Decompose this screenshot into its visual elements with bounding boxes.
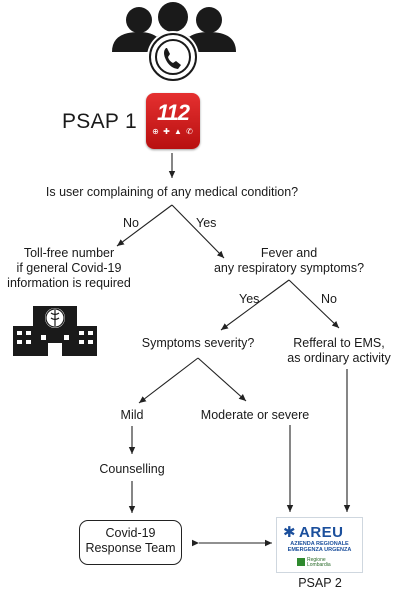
moderate-severe-label: Moderate or severe (200, 408, 310, 422)
psap1-label: PSAP 1 (62, 110, 137, 133)
fever-question: Fever and any respiratory symptoms? (214, 246, 364, 276)
fever-line-2: any respiratory symptoms? (213, 261, 365, 275)
arrow-to-moderate (197, 357, 247, 402)
question-medical-condition: Is user complaining of any medical condi… (45, 185, 299, 199)
region-line-1: Regione (307, 557, 326, 563)
referral-line-1: Refferal to EMS, (293, 336, 385, 350)
emergency-112-logo: 112 ⊕ ✚ ▲ ✆ (146, 93, 200, 149)
symptoms-severity: Symptoms severity? (141, 336, 255, 350)
tollfree-line-1: Toll-free number (23, 246, 115, 260)
referral-line-2: as ordinary activity (287, 351, 391, 365)
logo-112-number: 112 (156, 100, 190, 125)
referral-text: Refferal to EMS, as ordinary activity (287, 336, 391, 366)
areu-subtitle: AZIENDA REGIONALE EMERGENZA URGENZA (277, 541, 362, 553)
region-emblem-icon (297, 558, 305, 566)
arrow-to-severity (220, 279, 290, 331)
hospital-icon (13, 306, 97, 356)
arrow-to-tollfree (116, 204, 173, 247)
region-label: Regione Lombardia (307, 558, 331, 568)
areu-brand: AREU (299, 524, 344, 541)
psap2-label: PSAP 2 (298, 576, 342, 590)
tollfree-line-3: information is required (7, 276, 131, 290)
branch-yes-right: Yes (239, 292, 260, 306)
region-line-2: Lombardia (307, 562, 331, 568)
branch-no-left: No (123, 216, 139, 230)
areu-logo: ✱ AREU AZIENDA REGIONALE EMERGENZA URGEN… (276, 517, 363, 573)
star-of-life-icon: ✱ (283, 524, 296, 541)
arrow-to-mild (138, 357, 199, 404)
tollfree-text: Toll-free number if general Covid-19 inf… (7, 246, 131, 291)
response-team-box: Covid-19 Response Team (79, 520, 182, 565)
response-team-line-2: Response Team (85, 541, 176, 555)
arrow-to-fever (171, 204, 225, 259)
arrow-to-referral (288, 279, 340, 329)
branch-yes-left: Yes (196, 216, 217, 230)
fever-line-1: Fever and (260, 246, 318, 260)
logo-112-glyphs: ⊕ ✚ ▲ ✆ (152, 127, 194, 136)
people-phone-icon (112, 2, 236, 83)
counselling-label: Counselling (99, 462, 165, 476)
branch-no-right: No (321, 292, 337, 306)
areu-sub-line-1: AZIENDA REGIONALE (290, 541, 349, 547)
response-team-line-1: Covid-19 (105, 526, 156, 540)
tollfree-line-2: if general Covid-19 (16, 261, 122, 275)
areu-sub-line-2: EMERGENZA URGENZA (287, 547, 352, 553)
mild-label: Mild (120, 408, 144, 422)
